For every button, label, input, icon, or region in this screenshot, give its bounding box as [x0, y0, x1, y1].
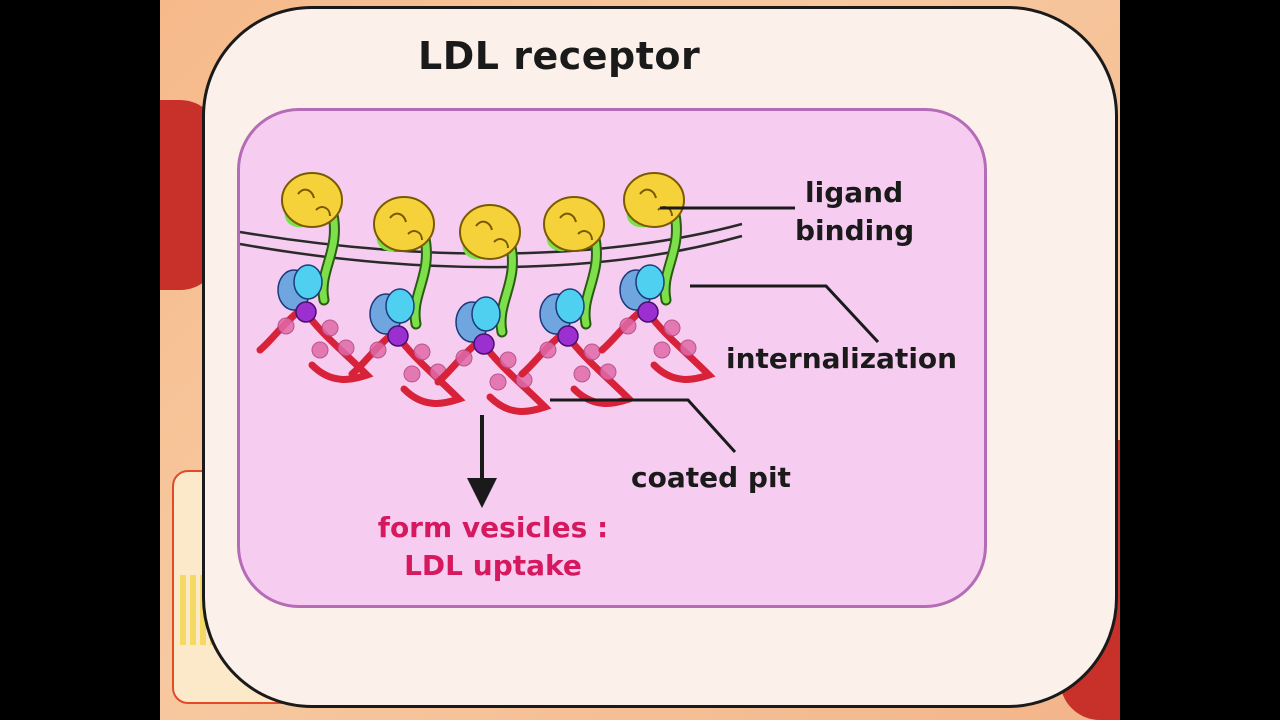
cytoplasmic-tail — [300, 306, 374, 383]
cytoplasmic-tail-left — [348, 332, 394, 378]
cytoplasmic-tail-left — [598, 308, 644, 354]
clathrin-coat-blob — [311, 341, 329, 359]
cytoplasmic-tail-left — [256, 308, 302, 354]
clathrin-coat-blob — [573, 365, 591, 383]
receptor-stalk — [661, 206, 680, 304]
clathrin-coat-blob — [539, 341, 557, 359]
cytoplasmic-tail — [392, 330, 466, 407]
clathrin-coat-blob — [599, 363, 617, 381]
receptor-stalk — [581, 230, 600, 328]
ldl-receptor — [256, 172, 374, 383]
clathrin-coat-blob — [583, 343, 601, 361]
leader-line-internalization — [690, 284, 880, 344]
label-ligand-line2: binding — [795, 214, 915, 247]
egf-domain-cyan — [385, 288, 415, 324]
clathrin-coat-blob — [321, 319, 339, 337]
ligand-head-detail — [389, 212, 423, 241]
cytoplasmic-tail-left — [518, 332, 564, 378]
ligand-head-detail — [559, 212, 593, 241]
egf-domain-cyan — [471, 296, 501, 332]
ldl-receptor — [434, 204, 552, 415]
ldl-receptor — [348, 196, 466, 407]
clathrin-coat-blob — [679, 339, 697, 357]
transmembrane-domain — [557, 325, 579, 347]
clathrin-coat-blob — [663, 319, 681, 337]
label-coated-pit: coated pit — [631, 461, 791, 494]
ligand-binding-head — [623, 172, 685, 228]
clathrin-coat-blob — [653, 341, 671, 359]
transmembrane-domain — [473, 333, 495, 355]
ligand-binding-head — [281, 172, 343, 228]
receptor-stalk — [411, 230, 430, 328]
label-result-line2: LDL uptake — [404, 549, 582, 582]
clathrin-coat-blob — [277, 317, 295, 335]
ligand-binding-head — [459, 204, 521, 260]
ligand-head-detail — [475, 220, 509, 249]
clathrin-coat-blob — [403, 365, 421, 383]
cytoplasmic-tail-left — [434, 340, 480, 386]
receptor-stalk — [319, 206, 338, 304]
ligand-binding-head — [543, 196, 605, 252]
slide-title: LDL receptor — [418, 34, 701, 78]
clathrin-coat-blob — [337, 339, 355, 357]
egf-domain-cyan — [635, 264, 665, 300]
cytoplasmic-tail — [478, 338, 552, 415]
transmembrane-domain — [387, 325, 409, 347]
vesicle-arrow-head — [467, 478, 497, 508]
leader-line-coated-pit — [550, 398, 737, 454]
ligand-head-detail — [297, 188, 331, 217]
egf-domain-cyan — [555, 288, 585, 324]
label-internalization: internalization — [726, 342, 958, 375]
egf-domain-cyan — [293, 264, 323, 300]
clathrin-coat-blob — [455, 349, 473, 367]
transmembrane-domain — [637, 301, 659, 323]
label-ligand-line1: ligand — [805, 176, 904, 209]
ldl-receptor — [518, 196, 636, 407]
clathrin-coat-blob — [499, 351, 517, 369]
label-result-line1: form vesicles : — [377, 511, 609, 544]
cytoplasmic-tail — [642, 306, 716, 383]
diagram-panel — [237, 108, 987, 608]
clathrin-coat-blob — [489, 373, 507, 391]
transmembrane-domain — [295, 301, 317, 323]
clathrin-coat-blob — [369, 341, 387, 359]
receptor-stalk — [497, 238, 516, 336]
ligand-binding-head — [373, 196, 435, 252]
membrane-line-inner — [239, 234, 743, 269]
receptor-group — [256, 172, 716, 415]
clathrin-coat-blob — [413, 343, 431, 361]
clathrin-coat-blob — [619, 317, 637, 335]
ldl-receptor — [598, 172, 716, 383]
